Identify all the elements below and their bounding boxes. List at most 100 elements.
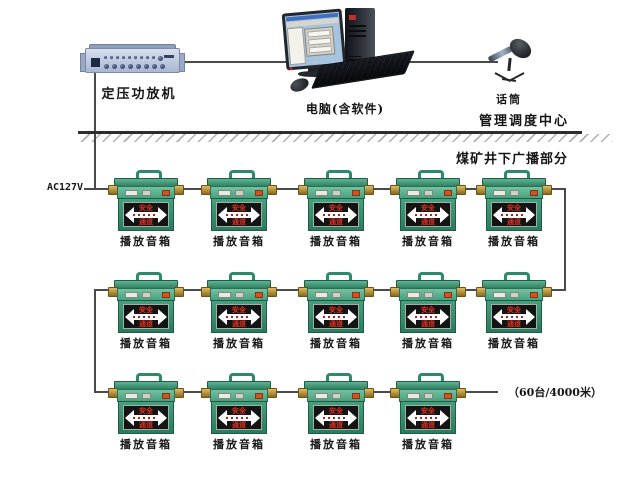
speaker-top-strip: [117, 186, 175, 199]
arrow-shaft: [322, 414, 350, 421]
cable-gland-icon: [364, 388, 374, 398]
ground-hatch-pattern: [80, 134, 612, 142]
speaker-handle: [136, 170, 162, 184]
speaker-box: 安全 通道 播放音箱: [298, 373, 374, 451]
arrow-shaft: [414, 211, 442, 218]
arrow-shaft: [500, 211, 528, 218]
arrow-left-icon: [407, 308, 416, 325]
cable-gland-icon: [174, 185, 184, 195]
tower-logo: [349, 15, 356, 20]
sign-text-bottom: 通道: [232, 420, 246, 429]
sign-text-bottom: 通道: [421, 319, 435, 328]
safety-sign: 安全 通道: [216, 405, 262, 430]
speaker-box: 安全 通道 播放音箱: [201, 272, 277, 350]
screen-dialog: [304, 26, 336, 57]
speaker-front: 安全 通道: [211, 198, 267, 231]
monitor-stand: [308, 64, 321, 73]
arrow-shaft: [225, 211, 253, 218]
drive-bay: [349, 35, 366, 37]
sign-text-top: 安全: [139, 305, 153, 314]
cable-gland-icon: [364, 185, 374, 195]
speaker-front: 安全 通道: [118, 401, 174, 434]
underground-section-label: 煤矿井下广播部分: [455, 152, 568, 167]
arrow-left-icon: [125, 206, 134, 223]
speaker-label: 播放音箱: [488, 337, 540, 350]
speaker-front: 安全 通道: [400, 300, 456, 333]
arrow-right-icon: [440, 206, 449, 223]
arrow-shaft: [225, 414, 253, 421]
arrow-right-icon: [526, 206, 535, 223]
speaker-handle: [418, 170, 444, 184]
safety-sign: 安全 通道: [313, 202, 359, 227]
arrow-left-icon: [315, 206, 324, 223]
speaker-front: 安全 通道: [308, 401, 364, 434]
monitor-screen: [284, 11, 344, 68]
voltage-label: AC127V: [46, 182, 84, 193]
arrow-right-icon: [158, 409, 167, 426]
speaker-label: 播放音箱: [310, 438, 362, 451]
speaker-handle: [418, 373, 444, 387]
sign-text-bottom: 通道: [232, 319, 246, 328]
speaker-label: 播放音箱: [213, 438, 265, 451]
speaker-handle: [229, 272, 255, 286]
microphone-label: 话筒: [496, 93, 522, 106]
cable-gland-icon: [456, 185, 466, 195]
amplifier-display: [91, 58, 100, 67]
sign-text-bottom: 通道: [329, 420, 343, 429]
amplifier-label: 定压功放机: [101, 87, 177, 102]
sign-text-top: 安全: [232, 305, 246, 314]
speaker-handle: [504, 272, 530, 286]
speaker-box: 安全 通道 播放音箱: [476, 170, 552, 248]
arrow-shaft: [322, 211, 350, 218]
speaker-front: 安全 通道: [400, 401, 456, 434]
capacity-label: （60台/4000米）: [508, 386, 602, 399]
safety-sign: 安全 通道: [313, 405, 359, 430]
amplifier-faceplate: [85, 48, 180, 73]
sign-text-bottom: 通道: [139, 319, 153, 328]
speaker-box: 安全 通道 播放音箱: [108, 170, 184, 248]
speaker-front: 安全 通道: [400, 198, 456, 231]
speaker-label: 播放音箱: [310, 337, 362, 350]
sign-text-top: 安全: [507, 203, 521, 212]
arrow-shaft: [414, 414, 442, 421]
speaker-front: 安全 通道: [211, 300, 267, 333]
sign-text-top: 安全: [139, 203, 153, 212]
cable-gland-icon: [364, 287, 374, 297]
sign-text-bottom: 通道: [139, 217, 153, 226]
speaker-label: 播放音箱: [402, 337, 454, 350]
safety-sign: 安全 通道: [216, 202, 262, 227]
arrow-left-icon: [493, 206, 502, 223]
speaker-box: 安全 通道 播放音箱: [201, 373, 277, 451]
arrow-right-icon: [526, 308, 535, 325]
arrow-right-icon: [348, 409, 357, 426]
monitor-base: [298, 71, 332, 77]
speaker-handle: [326, 170, 352, 184]
arrow-shaft: [322, 313, 350, 320]
arrow-shaft: [225, 313, 253, 320]
cable-gland-icon: [267, 287, 277, 297]
sign-text-top: 安全: [421, 203, 435, 212]
wire-bus-row3: [95, 391, 498, 393]
arrow-left-icon: [493, 308, 502, 325]
arrow-right-icon: [440, 409, 449, 426]
arrow-left-icon: [125, 308, 134, 325]
speaker-box: 安全 通道 播放音箱: [108, 272, 184, 350]
speaker-handle: [136, 272, 162, 286]
speaker-box: 安全 通道 播放音箱: [390, 272, 466, 350]
safety-sign: 安全 通道: [491, 202, 537, 227]
speaker-label: 播放音箱: [402, 438, 454, 451]
speaker-front: 安全 通道: [118, 300, 174, 333]
speaker-handle: [418, 272, 444, 286]
speaker-label: 播放音箱: [488, 235, 540, 248]
safety-sign: 安全 通道: [405, 405, 451, 430]
arrow-shaft: [414, 313, 442, 320]
safety-sign: 安全 通道: [405, 202, 451, 227]
arrow-shaft: [500, 313, 528, 320]
arrow-shaft: [132, 313, 160, 320]
speaker-top-strip: [307, 288, 365, 301]
cable-gland-icon: [542, 287, 552, 297]
arrow-left-icon: [407, 206, 416, 223]
arrow-left-icon: [218, 409, 227, 426]
computer-mouse: [288, 75, 311, 95]
